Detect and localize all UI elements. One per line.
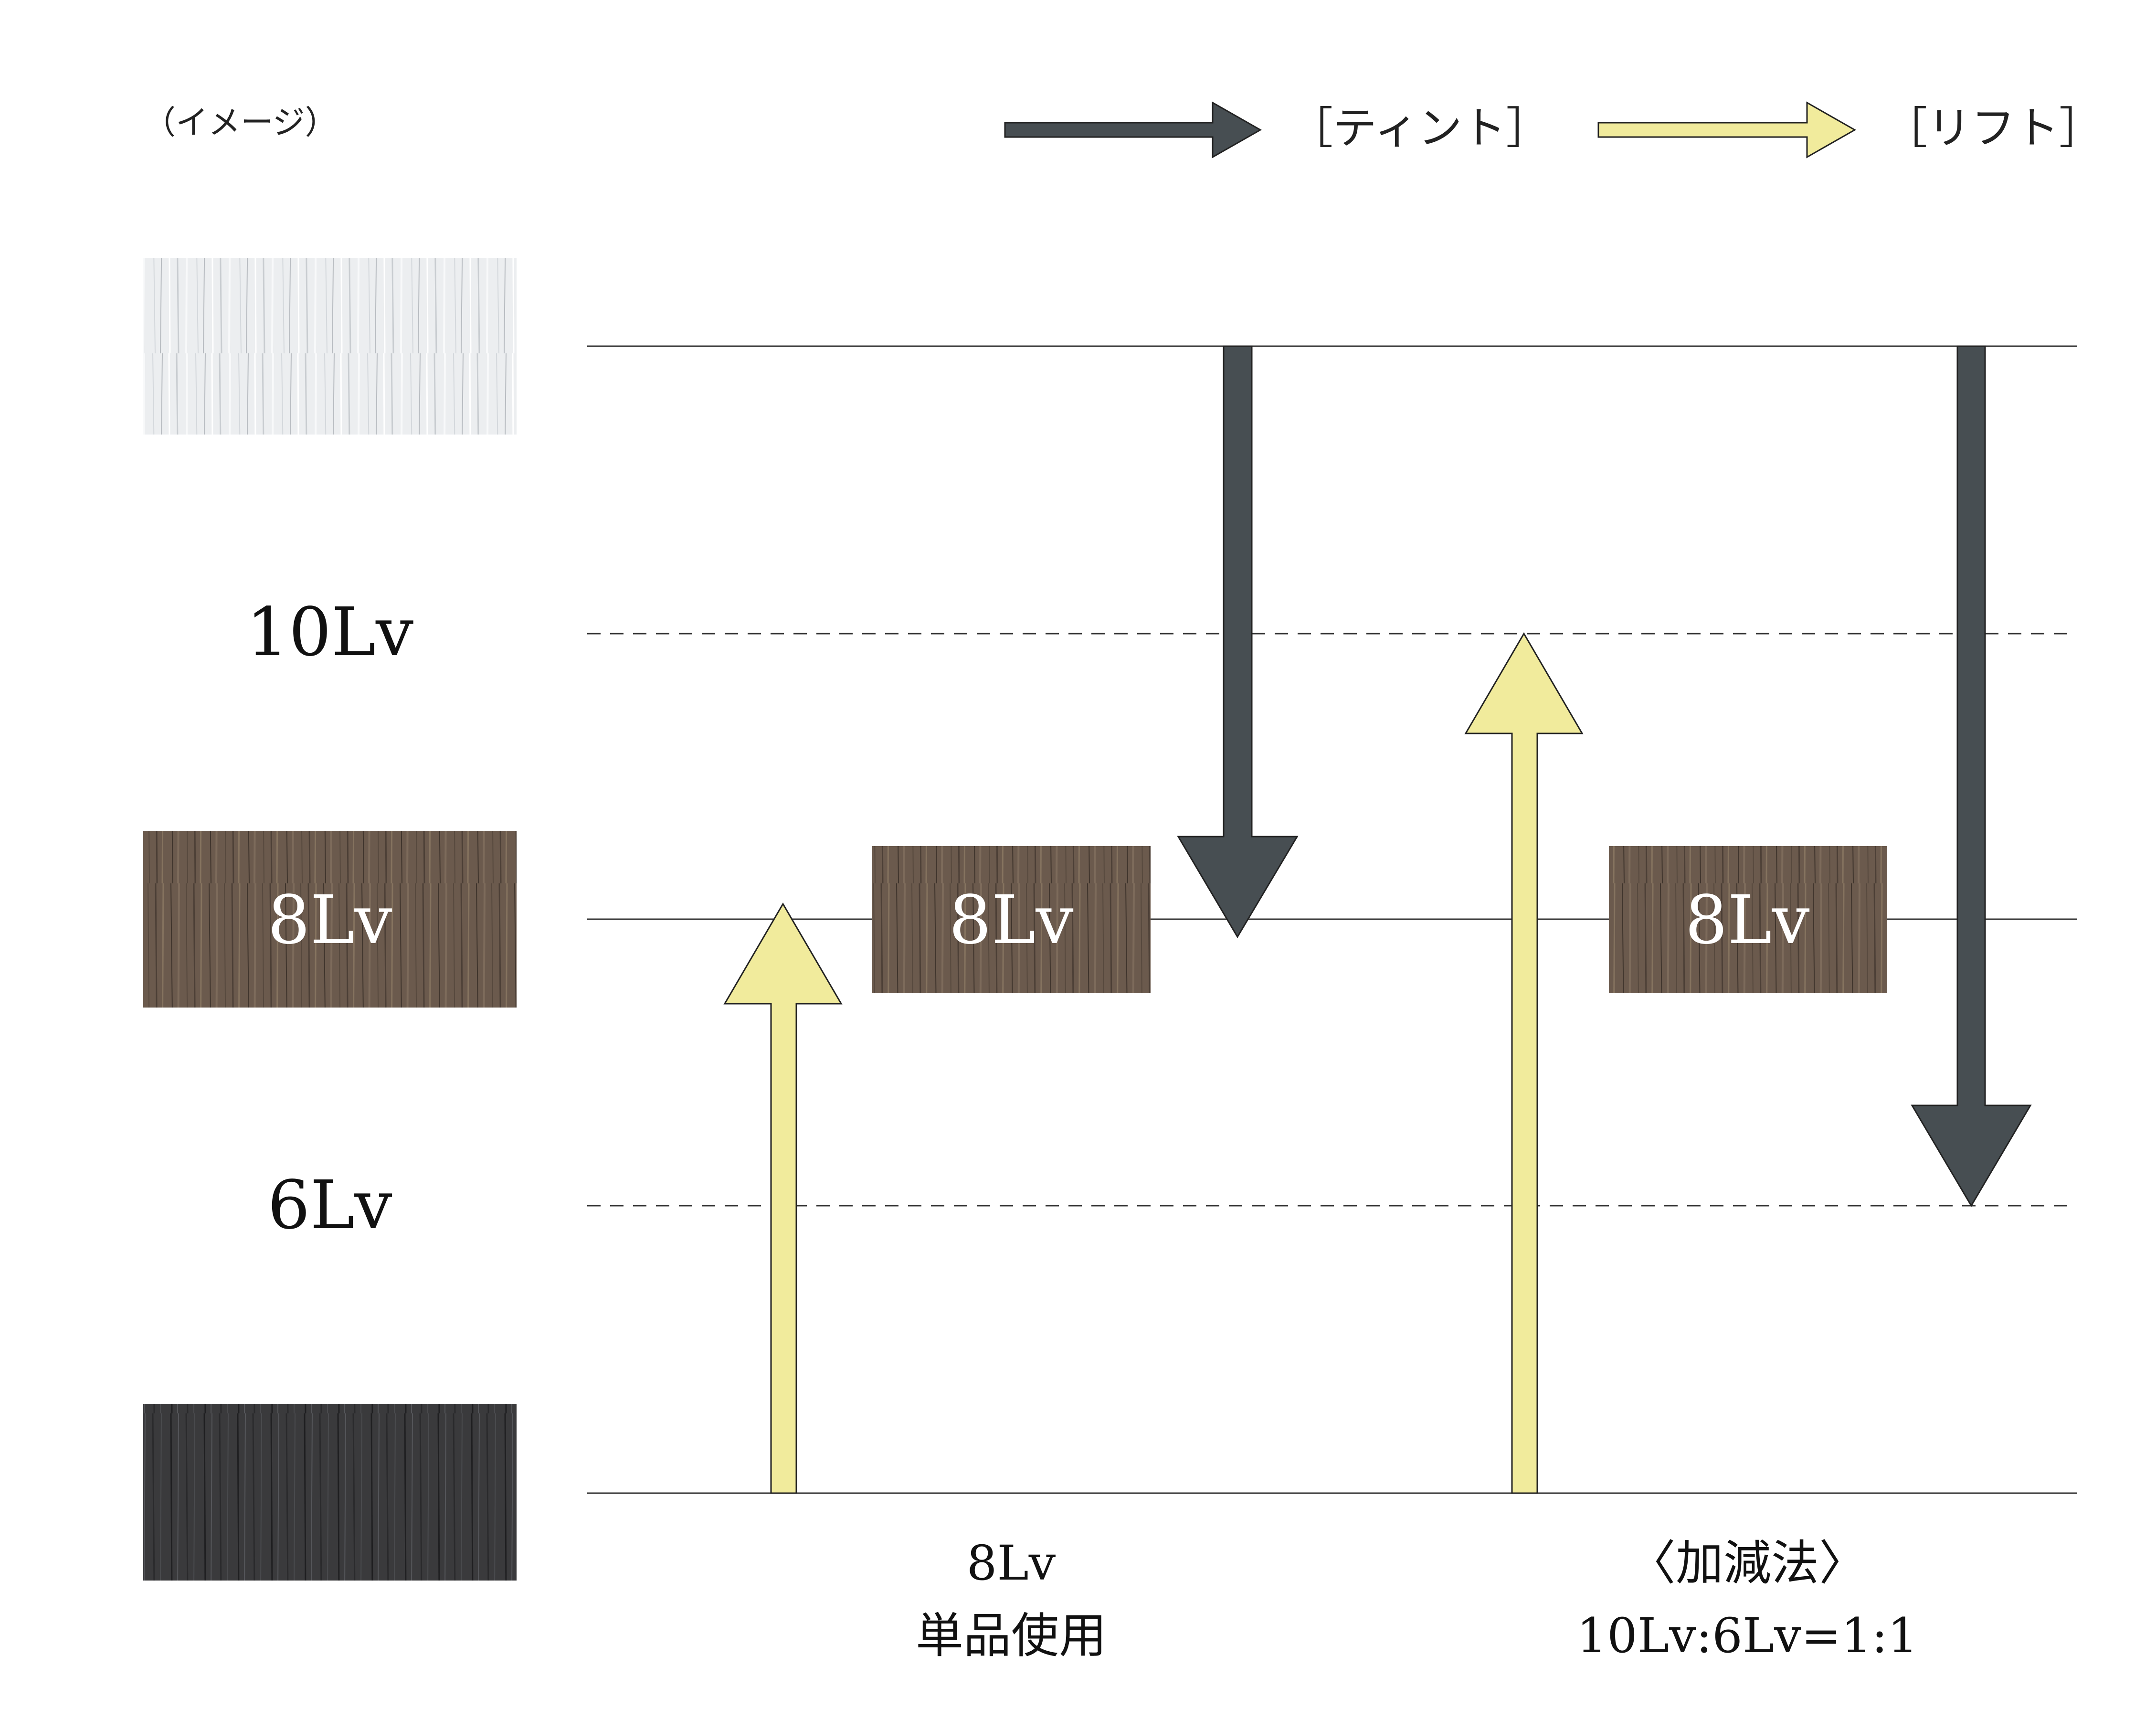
black-hair-swatch: [143, 1404, 517, 1581]
level-6-label: 6Lv: [267, 1167, 392, 1244]
tint-legend-label: ［ティント］: [1289, 103, 1550, 154]
mixed-caption-line1: 〈加減法〉: [1628, 1535, 1867, 1591]
single-caption-line2: 単品使用: [916, 1608, 1107, 1664]
mixed-lift-arrow: [1464, 632, 1584, 1494]
level-10-label: 10Lv: [246, 594, 413, 671]
single-result-swatch: [872, 846, 1151, 993]
mixed-tint-arrow: [1911, 345, 2032, 1207]
lift-legend-arrow: [1597, 101, 1857, 159]
tint-legend-arrow: [1004, 101, 1262, 159]
brown-hair-swatch: [143, 831, 517, 1008]
lift-legend-label: ［リフト］: [1883, 103, 2103, 154]
single-result-label: 8Lv: [949, 881, 1073, 959]
legend: ［ティント］ ［リフト］: [1004, 101, 2103, 159]
mixed-result-swatch: [1609, 846, 1887, 993]
mixed-caption-line2: 10Lv:6Lv=1:1: [1576, 1608, 1918, 1664]
single-lift-arrow: [723, 902, 843, 1494]
level-8-label: 8Lv: [267, 881, 392, 959]
single-tint-arrow: [1177, 345, 1299, 938]
single-caption-line1: 8Lv: [967, 1535, 1056, 1591]
image-caption: （イメージ）: [143, 104, 338, 142]
mixed-result-label: 8Lv: [1685, 881, 1809, 959]
white-hair-swatch: [143, 258, 517, 435]
